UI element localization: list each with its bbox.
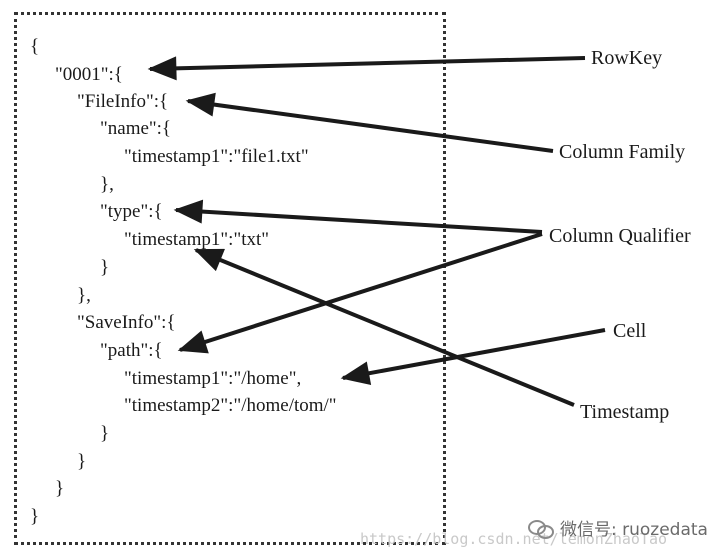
code-line: }: [77, 451, 87, 472]
code-line: "type":{: [100, 201, 163, 222]
code-line: "SaveInfo":{: [77, 312, 176, 333]
code-line: }: [100, 257, 110, 278]
code-line: "name":{: [100, 118, 172, 139]
label-column-qualifier: Column Qualifier: [549, 225, 691, 247]
code-line: }: [30, 506, 40, 527]
json-code-box: [14, 12, 446, 545]
code-line: "timestamp1":"/home",: [124, 368, 302, 389]
code-line: "path":{: [100, 340, 163, 361]
code-line: "FileInfo":{: [77, 91, 169, 112]
code-line: }: [100, 423, 110, 444]
label-cell: Cell: [613, 320, 647, 342]
code-line: },: [77, 285, 91, 306]
arrow-rowkey: [147, 56, 586, 81]
wechat-icon: [528, 518, 554, 539]
code-line: }: [55, 478, 65, 499]
watermark-brand: 微信号: ruozedata: [528, 515, 708, 540]
arrow-cell: [340, 328, 606, 386]
code-line: "0001":{: [55, 64, 123, 85]
label-column-family: Column Family: [559, 141, 686, 163]
code-line: },: [100, 174, 114, 195]
code-line: "timestamp1":"file1.txt": [124, 146, 309, 167]
watermark-url: https://blog.csdn.net/lemonZhaoTao: [360, 530, 668, 548]
arrow-column-family: [185, 92, 554, 153]
code-line: {: [30, 36, 40, 57]
arrow-column-qualifier-type: [173, 199, 543, 234]
code-line: "timestamp1":"txt": [124, 229, 270, 250]
arrow-timestamp: [193, 248, 575, 407]
code-line: "timestamp2":"/home/tom/": [124, 395, 337, 416]
arrow-column-qualifier-path: [177, 232, 543, 354]
label-timestamp: Timestamp: [580, 401, 670, 423]
label-rowkey: RowKey: [591, 47, 663, 69]
watermark-brand-text: 微信号: ruozedata: [560, 520, 708, 540]
